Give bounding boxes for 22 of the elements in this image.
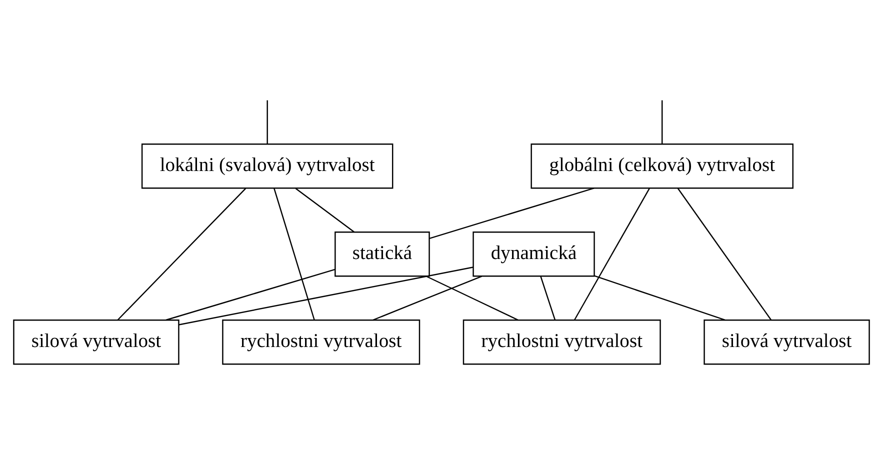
connector xyxy=(166,268,336,321)
connector xyxy=(574,188,650,320)
connector xyxy=(426,276,518,321)
connector xyxy=(295,188,355,232)
node-box: rychlostni vytrvalost xyxy=(222,320,420,365)
node-box: globálni (celková) vytrvalost xyxy=(530,144,794,189)
connector xyxy=(677,188,772,320)
node-box: statická xyxy=(334,232,430,277)
connector xyxy=(662,100,663,144)
connector xyxy=(594,275,726,321)
connector xyxy=(372,276,482,321)
node-box: rychlostni vytrvalost xyxy=(462,320,661,365)
connector xyxy=(429,188,594,240)
connector xyxy=(266,100,268,144)
node-box: silová vytrvalost xyxy=(13,320,180,365)
node-box: silová vytrvalost xyxy=(704,320,870,365)
connector xyxy=(178,266,474,326)
node-box: lokálni (svalová) vytrvalost xyxy=(141,144,394,189)
connector xyxy=(540,276,556,320)
connector xyxy=(117,188,246,320)
connector xyxy=(274,188,315,320)
node-box: dynamická xyxy=(472,232,595,277)
